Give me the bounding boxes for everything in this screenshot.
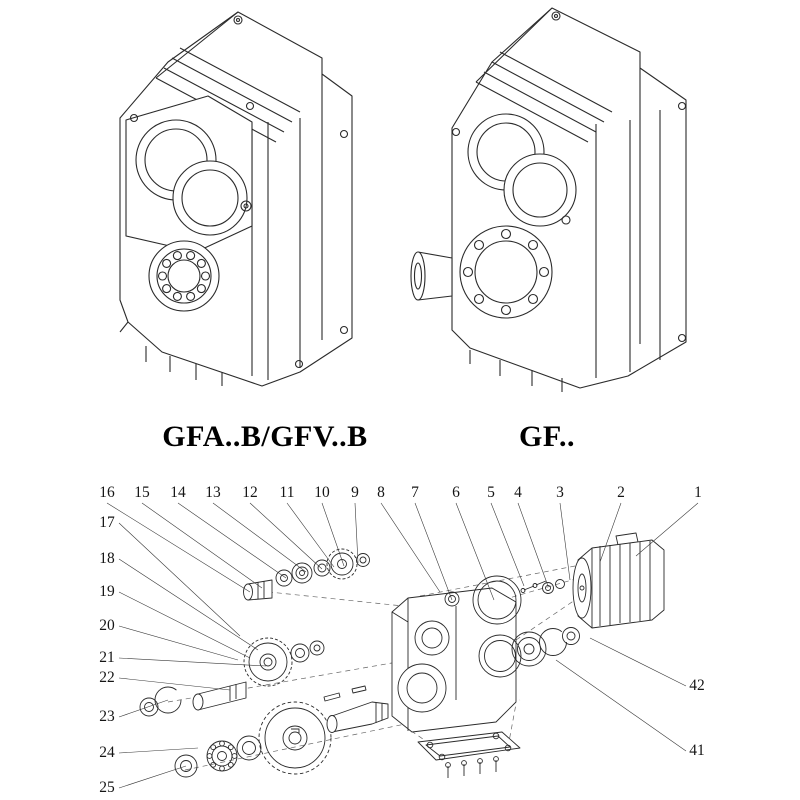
callout-20: 20	[99, 617, 115, 634]
callout-41: 41	[689, 742, 705, 759]
callout-7: 7	[411, 484, 419, 501]
callout-4: 4	[514, 484, 522, 501]
callout-13: 13	[205, 484, 221, 501]
callout-42: 42	[689, 677, 705, 694]
callout-18: 18	[99, 550, 115, 567]
right-side-parts	[472, 575, 580, 678]
callout-6: 6	[452, 484, 460, 501]
callout-25: 25	[99, 779, 115, 796]
callout-23: 23	[99, 708, 115, 725]
callout-22: 22	[99, 669, 115, 686]
callout-9: 9	[351, 484, 359, 501]
callout-17: 17	[99, 514, 115, 531]
callout-1: 1	[694, 484, 702, 501]
callout-12: 12	[242, 484, 258, 501]
gearbox-drawing-gfab-icon	[119, 11, 353, 387]
product-label-gf: GF..	[519, 420, 575, 453]
motor-input-unit	[542, 532, 665, 629]
exploded-assembly-drawing	[106, 502, 699, 789]
output-gear-parts	[174, 685, 389, 778]
callout-8: 8	[377, 484, 385, 501]
base-plate-parts	[417, 731, 521, 778]
housing-drawing	[391, 587, 517, 733]
callout-24: 24	[99, 744, 115, 761]
callout-10: 10	[314, 484, 330, 501]
callout-16: 16	[99, 484, 115, 501]
input-shaft-parts	[243, 548, 370, 601]
callout-21: 21	[99, 649, 115, 666]
gearbox-drawing-gf-icon	[410, 7, 687, 392]
assembly-axis-lines	[167, 559, 643, 771]
product-label-gfab-gfv: GFA..B/GFV..B	[162, 420, 368, 453]
callout-2: 2	[617, 484, 625, 501]
callout-5: 5	[487, 484, 495, 501]
callout-14: 14	[170, 484, 186, 501]
callout-19: 19	[99, 583, 115, 600]
callout-11: 11	[279, 484, 295, 501]
callout-3: 3	[556, 484, 564, 501]
callout-15: 15	[134, 484, 150, 501]
intermediate-gear-parts	[139, 637, 325, 717]
callout-leader-lines	[106, 502, 699, 789]
